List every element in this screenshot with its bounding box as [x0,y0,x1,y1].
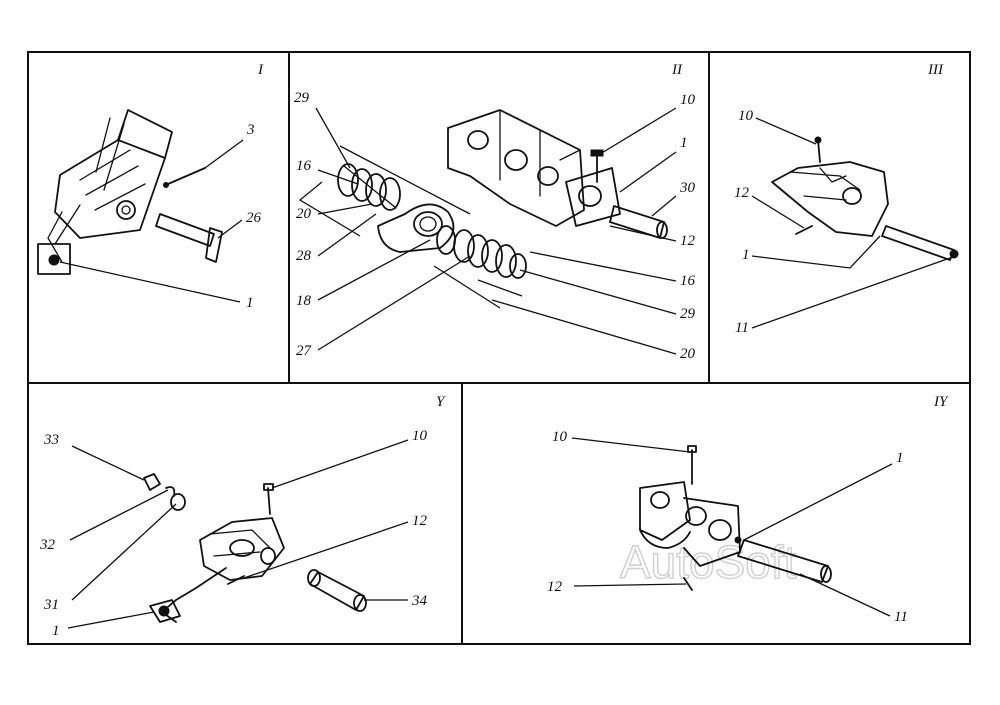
panel-2-callout-16: 16 [296,158,312,174]
panel-2-callout-18: 18 [296,293,312,309]
panel-5-callout-34: 34 [411,593,428,609]
panel-1-drawing [37,109,244,303]
panel-4-drawing [571,437,893,617]
panel-2-callout-29: 29 [294,90,310,106]
panel-frames [27,51,971,645]
panel-4-callout-12: 12 [547,579,563,595]
panel-2-callout-28: 28 [296,248,312,264]
panel-2-callout-1: 1 [680,135,688,151]
panel-4-callout-1: 1 [896,450,904,466]
panel-2-drawing [298,107,677,355]
panel-3-callout-11: 11 [735,320,749,336]
panel-1-numeral: I [257,62,264,78]
panel-3-drawing [751,117,959,329]
panel-3-callout-12: 12 [734,185,750,201]
panel-2-callout-16: 16 [680,273,696,289]
panel-3-callout-1: 1 [742,247,750,263]
panel-5-drawing [67,439,409,629]
panel-4-callout-10: 10 [552,429,568,445]
panel-5-callout-32: 32 [39,537,56,553]
panel-2-callout-29: 29 [680,306,696,322]
panel-2-callout-20: 20 [680,346,696,362]
panel-3-callout-10: 10 [738,108,754,124]
panel-4-callout-11: 11 [894,609,908,625]
panel-1-callout-26: 26 [246,210,262,226]
panel-5-callout-10: 10 [412,428,428,444]
panel-3-numeral: III [927,62,944,78]
panel-2-callout-27: 27 [296,343,313,359]
panel-5-numeral: Y [436,394,446,410]
panel-5-callout-31: 31 [43,597,59,613]
panel-2-callout-20: 20 [296,206,312,222]
panel-2-callout-10: 10 [680,92,696,108]
panel-5-callout-33: 33 [43,432,59,448]
panel-2-callout-12: 12 [680,233,696,249]
panel-5-callout-12: 12 [412,513,428,529]
panel-5-callout-1: 1 [52,623,60,639]
watermark-text: AutoSoft [620,536,797,588]
panel-2-callout-30: 30 [679,180,696,196]
panel-4-numeral: IY [933,394,949,410]
panel-2-numeral: II [671,62,683,78]
panel-1-callout-3: 3 [246,122,255,138]
panel-1-callout-1: 1 [246,295,254,311]
